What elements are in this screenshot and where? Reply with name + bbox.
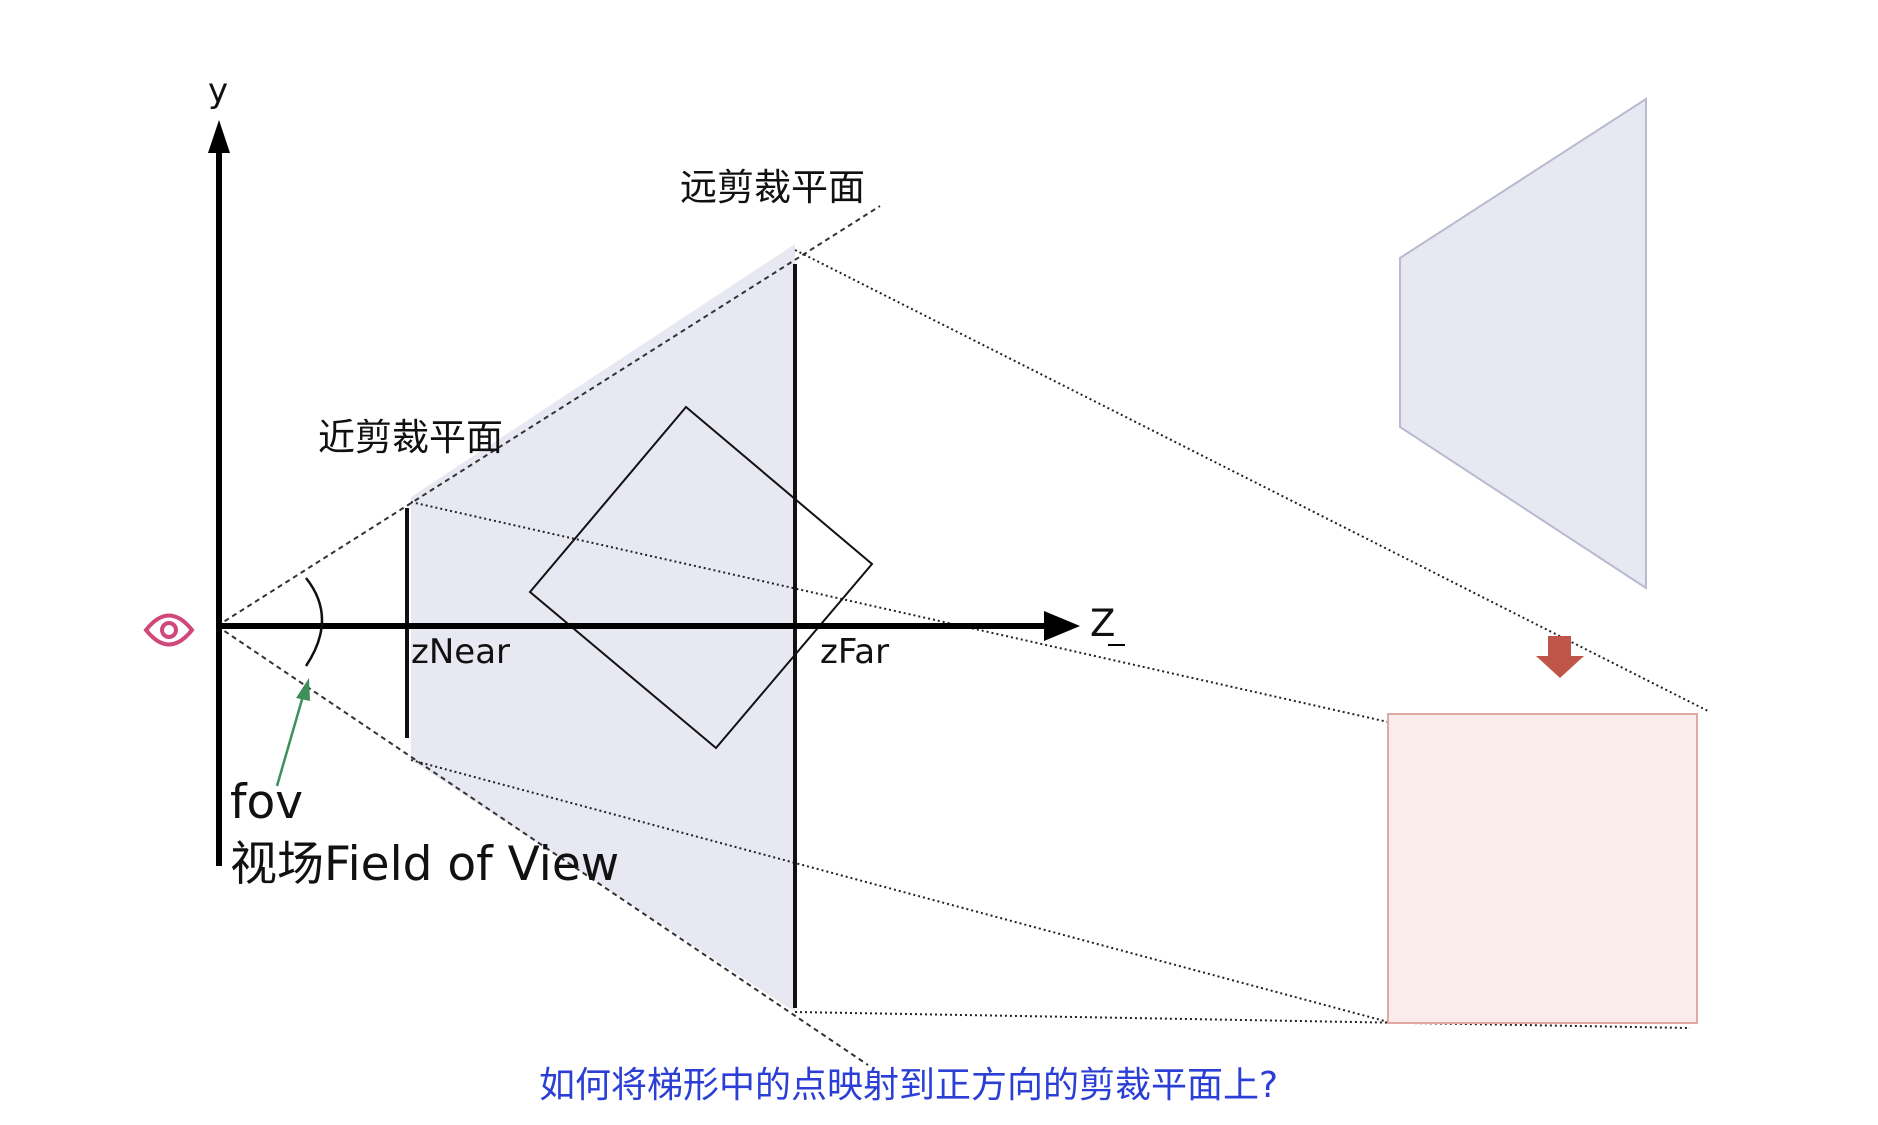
z-axis-arrowhead bbox=[1044, 611, 1080, 641]
frustum-top-edge bbox=[216, 205, 881, 627]
far-top-projection bbox=[794, 249, 1711, 713]
object-square bbox=[528, 405, 874, 750]
fov-arc bbox=[304, 577, 324, 667]
fov-label: fov bbox=[230, 775, 303, 830]
arrow-down-icon bbox=[1536, 636, 1584, 678]
far-bottom-projection bbox=[794, 1011, 1691, 1029]
z-axis-label: Z bbox=[1090, 602, 1115, 645]
y-axis-label: y bbox=[208, 71, 228, 111]
far-plane-title: 远剪裁平面 bbox=[680, 166, 865, 209]
caption-question: 如何将梯形中的点映射到正方向的剪裁平面上? bbox=[539, 1065, 1278, 1106]
fov-full-label: 视场Field of View bbox=[230, 837, 619, 892]
clip-square bbox=[1387, 713, 1698, 1024]
z-near-label: zNear bbox=[411, 632, 510, 672]
z-far-label: zFar bbox=[820, 632, 889, 672]
near-bottom-projection bbox=[410, 759, 1393, 1024]
frustum-bottom-edge bbox=[216, 625, 869, 1066]
fov-pointer-arrowhead bbox=[296, 678, 310, 701]
y-axis-arrowhead bbox=[208, 120, 230, 153]
near-plane-title: 近剪裁平面 bbox=[318, 416, 503, 459]
eye-icon bbox=[143, 613, 195, 647]
frustum-trapezoid bbox=[1399, 97, 1647, 590]
fov-pointer-line bbox=[275, 695, 305, 787]
